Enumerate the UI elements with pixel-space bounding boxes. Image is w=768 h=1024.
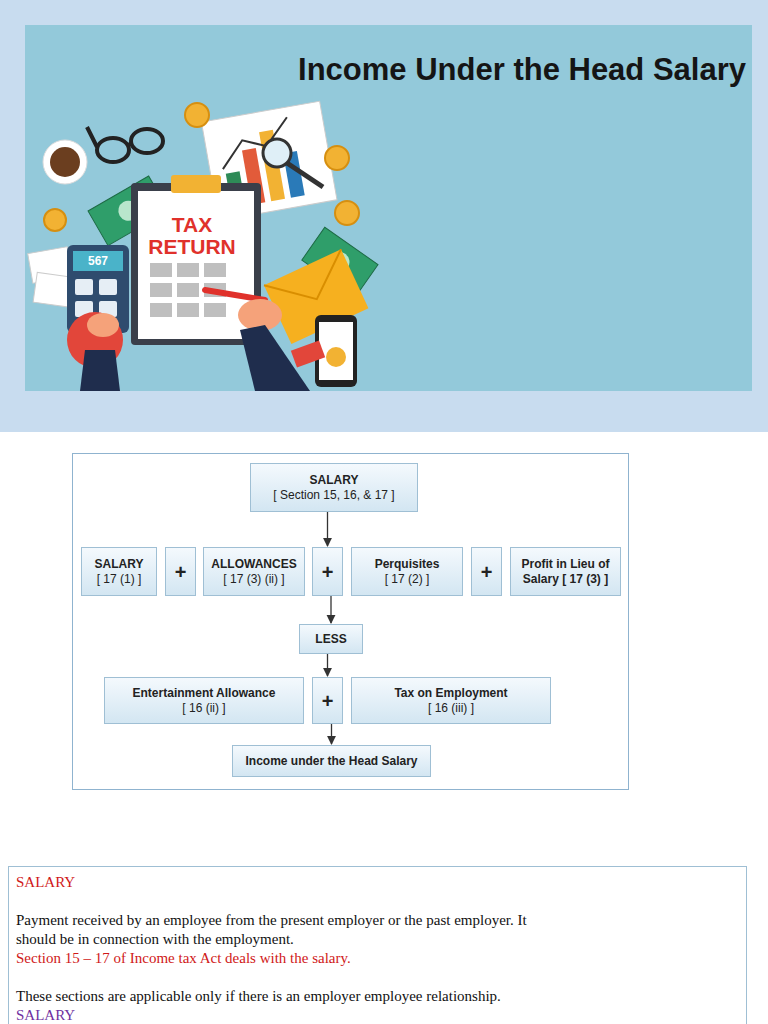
clipboard-label: TAX RETURN xyxy=(136,214,248,258)
process-box: SALARY[ 17 (1) ] xyxy=(81,547,157,596)
process-box: Entertainment Allowance[ 16 (ii) ] xyxy=(104,677,304,724)
paragraph: SALARY xyxy=(16,873,75,892)
section-ref: [ 17 (3) (ii) ] xyxy=(223,572,284,587)
flow-arrow xyxy=(327,654,328,676)
box-heading: SALARY xyxy=(310,473,359,488)
paragraph: Payment received by an employee from the… xyxy=(16,911,541,949)
box-heading: Profit in Lieu of Salary [ 17 (3) ] xyxy=(516,557,615,587)
plus-box: + xyxy=(165,547,196,596)
box-heading: ALLOWANCES xyxy=(211,557,296,572)
process-box: Perquisites[ 17 (2) ] xyxy=(351,547,463,596)
process-box: Tax on Employment[ 16 (iii) ] xyxy=(351,677,551,724)
process-box: ALLOWANCES[ 17 (3) (ii) ] xyxy=(203,547,305,596)
page-title: Income Under the Head Salary xyxy=(298,52,746,88)
section-ref: [ 17 (1) ] xyxy=(97,572,142,587)
box-heading: LESS xyxy=(315,632,346,647)
box-heading: SALARY xyxy=(95,557,144,572)
box-heading: Tax on Employment xyxy=(394,686,507,701)
paragraph: These sections are applicable only if th… xyxy=(16,987,501,1006)
paragraph: SALARY xyxy=(16,1006,75,1024)
box-heading: + xyxy=(481,561,493,583)
section-ref: [ 16 (iii) ] xyxy=(428,701,474,716)
plus-box: + xyxy=(312,547,343,596)
process-box: Profit in Lieu of Salary [ 17 (3) ] xyxy=(510,547,621,596)
plus-box: + xyxy=(312,677,343,724)
text-panel: SALARY Payment received by an employee fr… xyxy=(8,866,747,1024)
box-heading: + xyxy=(175,561,187,583)
calculator-display: 567 xyxy=(74,254,122,268)
paragraph: Section 15 – 17 of Income tax Act deals … xyxy=(16,949,351,968)
section-ref: [ 17 (2) ] xyxy=(385,572,430,587)
flow-arrow xyxy=(331,724,332,744)
process-box: Income under the Head Salary xyxy=(232,745,431,777)
process-box: LESS xyxy=(299,624,363,654)
box-heading: Perquisites xyxy=(375,557,440,572)
box-heading: + xyxy=(322,690,334,712)
section-ref: [ Section 15, 16, & 17 ] xyxy=(273,488,394,503)
process-box: SALARY[ Section 15, 16, & 17 ] xyxy=(250,463,418,512)
box-heading: Entertainment Allowance xyxy=(133,686,276,701)
flow-arrow xyxy=(327,512,328,546)
flow-arrow xyxy=(330,596,331,623)
box-heading: + xyxy=(322,561,334,583)
plus-box: + xyxy=(471,547,502,596)
section-ref: [ 16 (ii) ] xyxy=(182,701,225,716)
box-heading: Income under the Head Salary xyxy=(245,754,417,769)
